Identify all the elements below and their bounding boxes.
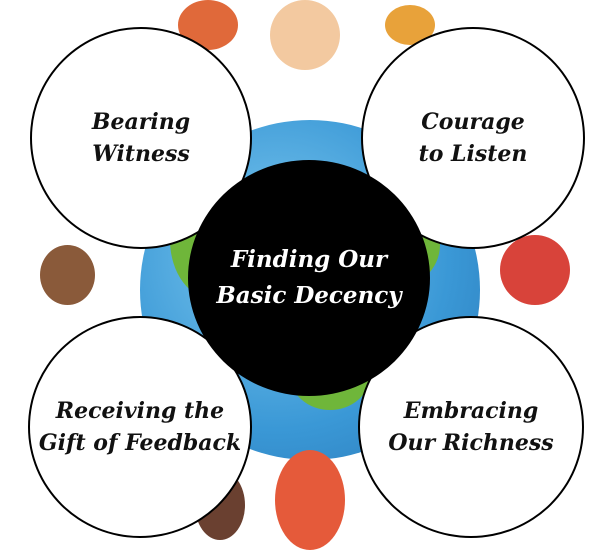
- child-figure: [275, 450, 345, 550]
- child-figure-cowboy: [270, 0, 340, 70]
- child-figure-kimono: [500, 235, 570, 305]
- child-figure-hula: [40, 245, 95, 305]
